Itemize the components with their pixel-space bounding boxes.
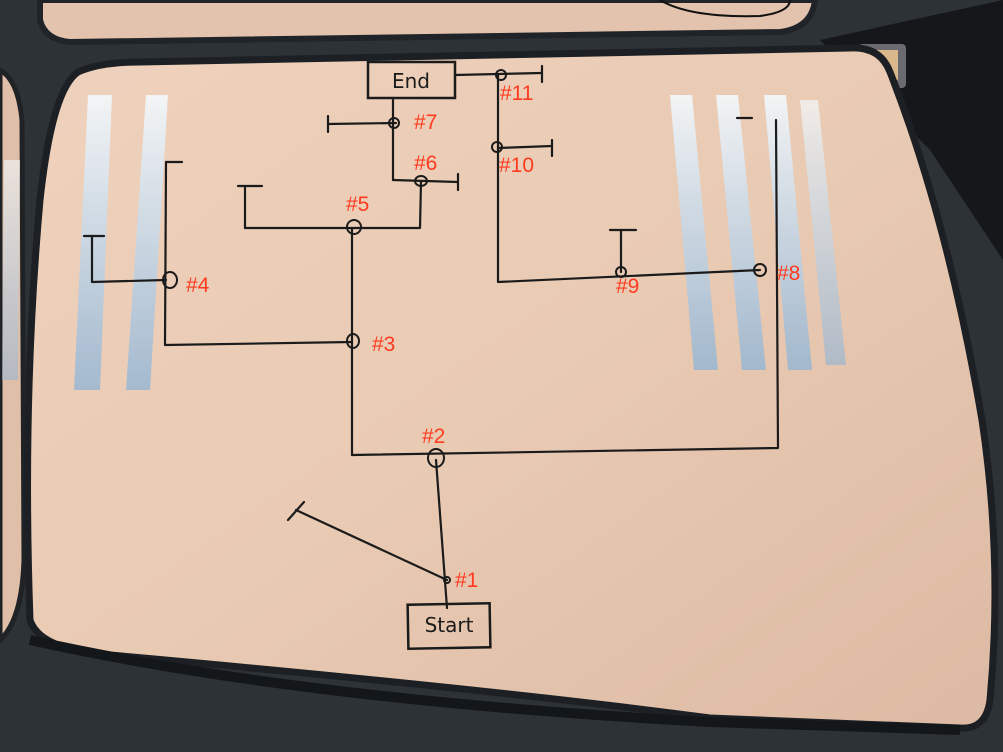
label-n5: #5 xyxy=(346,193,369,216)
upper-desk xyxy=(37,0,819,46)
path-end-11 xyxy=(453,71,544,77)
label-n7: #7 xyxy=(414,111,437,134)
junction-6 xyxy=(414,175,428,187)
junction-8 xyxy=(753,263,767,277)
label-n11: #11 xyxy=(500,82,533,105)
end-label: End xyxy=(392,69,430,93)
end-box: End xyxy=(366,60,457,100)
path-11-9-8 xyxy=(496,73,762,284)
branch-4-left xyxy=(90,234,168,284)
junctions xyxy=(162,69,767,584)
label-n8: #8 xyxy=(777,262,800,285)
path-6-right xyxy=(391,178,460,184)
branch-10-right xyxy=(496,144,554,150)
label-n1: #1 xyxy=(455,569,478,592)
path-5-6 xyxy=(243,180,423,230)
junction-7 xyxy=(388,117,400,129)
label-n10: #10 xyxy=(499,154,534,177)
label-n4: #4 xyxy=(186,274,210,297)
label-n6: #6 xyxy=(414,152,437,175)
label-n2: #2 xyxy=(422,425,445,448)
junction-5 xyxy=(346,219,362,235)
label-n9: #9 xyxy=(616,275,639,298)
main-desk xyxy=(24,44,999,732)
desk-edge xyxy=(28,635,961,735)
junction-2 xyxy=(427,448,445,468)
junction-10 xyxy=(491,141,503,153)
junction-4 xyxy=(162,271,178,289)
node-labels: #1 #2 #3 #4 #5 #6 #7 #8 #9 #10 #11 xyxy=(186,82,800,592)
label-n3: #3 xyxy=(372,333,395,356)
junction-9 xyxy=(615,266,627,278)
junction-11 xyxy=(495,69,507,81)
deadend-cap-1 xyxy=(286,500,306,522)
junction-1 xyxy=(443,576,451,584)
diagram-lines xyxy=(82,64,780,610)
branch-1-deadend xyxy=(294,508,449,582)
start-box: Start xyxy=(406,602,492,650)
start-label: Start xyxy=(425,613,474,637)
cable xyxy=(659,0,791,18)
path-2-8 xyxy=(350,118,780,457)
junction-3 xyxy=(346,333,360,349)
path-3-4 xyxy=(163,160,354,347)
branch-7-left xyxy=(326,121,398,126)
